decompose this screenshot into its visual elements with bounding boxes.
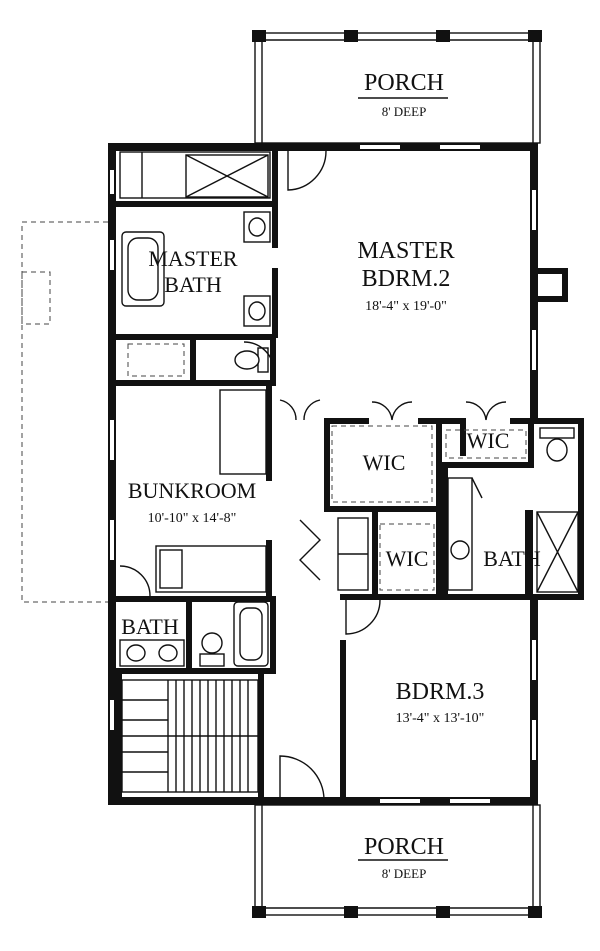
porch-top-label: PORCH bbox=[364, 70, 444, 96]
master-bath-label-line2: BATH bbox=[164, 272, 222, 297]
bath-right-label: BATH bbox=[483, 546, 541, 571]
porch-top: PORCH 8' DEEP bbox=[252, 30, 542, 144]
porch-bottom-label: PORCH bbox=[364, 834, 444, 860]
dashed-deck-outline bbox=[21, 221, 111, 603]
bath-left-label: BATH bbox=[121, 614, 179, 639]
room-labels: MASTER BATH MASTER BDRM.2 18'-4" x 19'-0… bbox=[121, 238, 541, 726]
fixtures bbox=[119, 151, 579, 793]
master-bedroom-label-line1: MASTER bbox=[357, 238, 454, 264]
interior-walls bbox=[116, 143, 540, 800]
bedroom-3-label: BDRM.3 bbox=[396, 679, 485, 705]
master-bedroom-label-line2: BDRM.2 bbox=[362, 266, 451, 292]
master-bedroom-dimensions: 18'-4" x 19'-0" bbox=[365, 299, 447, 314]
wic-left-label: WIC bbox=[363, 450, 406, 475]
master-bath-label-line1: MASTER bbox=[148, 246, 238, 271]
door-swings bbox=[119, 150, 507, 801]
exterior-walls bbox=[108, 143, 584, 805]
bunkroom-dimensions: 10'-10" x 14'-8" bbox=[148, 511, 237, 526]
porch-bottom-depth: 8' DEEP bbox=[382, 866, 427, 881]
wic-right-label: WIC bbox=[467, 428, 510, 453]
bunkroom-label: BUNKROOM bbox=[128, 478, 256, 503]
bedroom-3-dimensions: 13'-4" x 13'-10" bbox=[396, 711, 485, 726]
porch-bottom: PORCH 8' DEEP bbox=[252, 804, 542, 918]
porch-top-depth: 8' DEEP bbox=[382, 104, 427, 119]
wic-small-label: WIC bbox=[386, 546, 429, 571]
